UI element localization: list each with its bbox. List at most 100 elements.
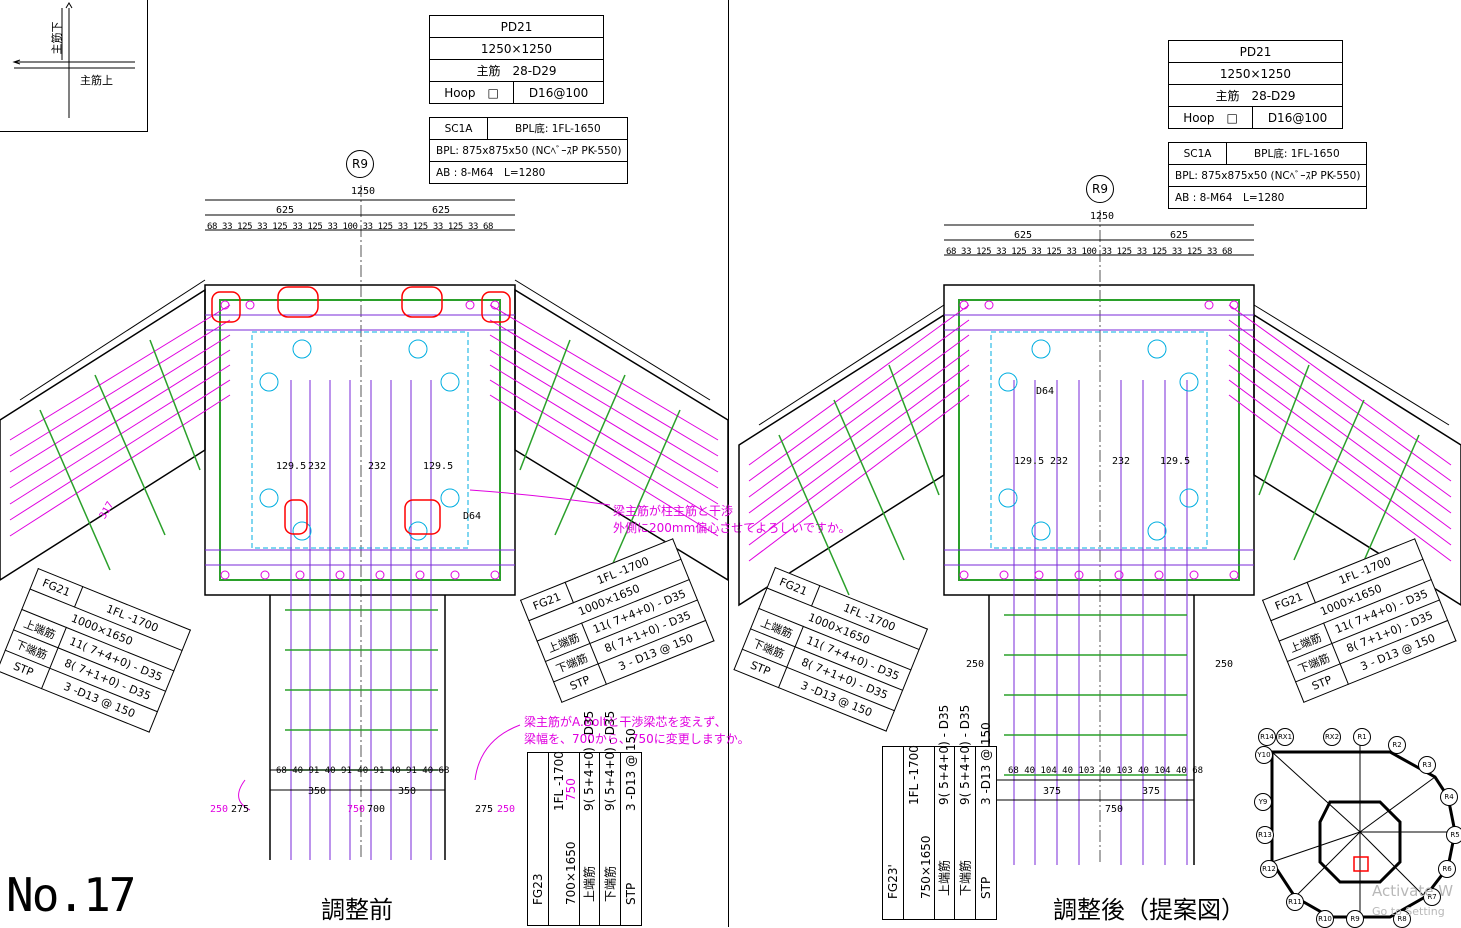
key-plan-bubble-r12: R12 [1260,860,1278,878]
left-note1-line2: 外側に200mm偏心させてよろしいですか。 [613,521,851,535]
left-note2-line2: 梁幅を、700から、750に変更しますか。 [524,732,750,746]
left-dim-bottom-mid: 700 [367,804,386,815]
left-pd-hoop-value: D16@100 [513,81,604,104]
left-dim-total: 1250 [351,186,376,197]
watermark-line1: Activate W [1372,882,1454,900]
left-fgb-col3: 9( 5+4+0) - D35 上端筋 [580,711,601,925]
left-fgb-top-label: 上端筋 [582,865,597,902]
left-sc-bpl: BPL: 875x875x50 (NCﾍﾞｰｽP PK-550) [428,139,629,162]
right-fgb-size: 750×1650 [918,835,933,900]
left-dim-half-r: 625 [432,205,451,216]
right-pd-hoop-value: D16@100 [1252,106,1343,129]
left-dim-half-l: 625 [276,205,295,216]
right-fgb-bot-value: 9( 5+4+0) - D35 [958,704,973,805]
left-pd-name: PD21 [429,15,604,38]
key-plan-bubble-r4: R4 [1440,788,1458,806]
key-plan-bubble-r14: R14 [1258,728,1276,746]
sheet-number: No.17 [6,868,136,922]
grid-bubble-right: R9 [1086,175,1114,203]
right-dim-top-row: 68 33 125 33 125 33 125 33 100 33 125 33… [946,247,1233,257]
right-sc-bpl: BPL: 875x875x50 (NCﾍﾞｰｽP PK-550) [1167,164,1368,187]
left-pd-table: PD21 1250×1250 主筋 28-D29 Hoop □D16@100 [428,15,604,104]
right-sc-bpl-bottom: BPL底: 1FL-1650 [1226,142,1368,165]
left-fgb-bot-label: 下端筋 [603,865,618,902]
right-sc-ab: AB : 8-M64 L=1280 [1167,186,1368,209]
sheet-divider [728,0,729,927]
right-dim-half-l: 625 [1014,230,1033,241]
right-dim-bottom-mid: 750 [1105,804,1124,815]
rebar-legend: 主筋下 主筋上 [0,0,148,132]
right-plan-drawing [738,210,1461,865]
left-pd-main-rebar: 主筋 28-D29 [429,59,604,82]
right-fgb-name: FG23' [885,864,900,899]
left-dim-bottom-row: 68 40 91 40 91 40 91 40 91 40 68 [276,766,450,776]
right-pd-name: PD21 [1168,40,1343,63]
key-plan-bubble-r5: R5 [1446,826,1461,844]
left-note2-line1: 梁主筋がA.Boltと干渉梁芯を変えず、 [524,715,727,729]
right-dim-bottom-row: 68 40 104 40 103 40 103 40 104 40 68 [1008,766,1204,776]
left-dim-bottom-half-l: 350 [308,786,327,797]
right-pd-main-rebar: 主筋 28-D29 [1168,84,1343,107]
left-fgb-col1: FG23 [528,753,549,925]
key-plan-bubble-r13: R13 [1256,826,1274,844]
right-fg-bottom-table: FG23' 1FL -1700 750×1650 9( 5+4+0) - D35… [882,705,997,920]
left-sc-name: SC1A [428,117,489,140]
left-dim-1295a: 129.5 [276,461,307,472]
right-dim-total: 1250 [1090,211,1115,222]
right-fgb-stp-label: STP [979,876,994,899]
legend-main-up: 主筋上 [80,74,113,87]
key-plan-bubble-r11: R11 [1286,893,1304,911]
left-dim-cloud-l-mark: 250 [210,804,229,815]
left-fgb-col5: 3 -D13 @ 150 STP [621,728,641,925]
right-fgb-stp-value: 3 -D13 @ 150 [979,722,994,805]
left-fgb-size: 700×1650 [563,841,578,906]
left-dim-1295b: 129.5 [423,461,454,472]
right-fgb-col1: FG23' [883,747,904,919]
key-plan-bubble-y10: Y10 [1255,746,1273,764]
right-pd-hoop-label: Hoop □ [1167,106,1254,129]
left-pd-size: 1250×1250 [429,37,604,60]
key-plan-bubble-r3: R3 [1418,756,1436,774]
left-fgb-col4: 9( 5+4+0) - D35 下端筋 [600,711,622,925]
watermark-line2: Go to Setting [1372,905,1445,918]
legend-main-down: 主筋下 [50,21,64,55]
left-fgb-size-mark: 750 [563,778,578,801]
key-plan-bubble-r2: R2 [1388,736,1406,754]
left-dim-232b: 232 [368,461,387,472]
right-pd-table: PD21 1250×1250 主筋 28-D29 Hoop □D16@100 [1167,40,1343,129]
left-pd-hoop-label: Hoop □ [428,81,515,104]
left-dim-232a: 232 [308,461,327,472]
right-fgb-top-value: 9( 5+4+0) - D35 [937,704,952,805]
key-plan-bubble-r7: R7 [1423,888,1441,906]
key-plan-bubble-rx2: RX2 [1323,728,1341,746]
right-dim-1295a: 129.5 [1014,456,1045,467]
key-plan-bubble-r6: R6 [1438,860,1456,878]
right-dim-bottom-half-l: 375 [1043,786,1062,797]
right-dim-232b: 232 [1112,456,1131,467]
key-plan-bubble-r1: R1 [1353,728,1371,746]
left-dim-top-row: 68 33 125 33 125 33 125 33 100 33 125 33… [207,222,494,232]
left-sc-bpl-bottom: BPL底: 1FL-1650 [487,117,629,140]
right-fgb-col2: 1FL -1700 750×1650 [904,745,935,919]
left-dim-d064: D64 [463,511,482,522]
left-dim-cloud-r: 275 [475,804,494,815]
left-dim-cloud-l: 275 [231,804,250,815]
left-dim-cloud-r-mark: 250 [497,804,516,815]
grid-bubble-left: R9 [346,150,374,178]
left-dim-bottom-half-r: 350 [398,786,417,797]
left-note1-line1: 梁主筋が柱主筋と干渉 [613,504,734,518]
right-fgb-top-label: 上端筋 [937,859,952,896]
left-fgb-top-value: 9( 5+4+0) - D35 [582,710,597,811]
left-sc-ab: AB : 8-M64 L=1280 [428,161,629,184]
right-dim-d064: D64 [1036,386,1055,397]
left-fgb-name: FG23 [530,873,545,905]
right-dim-232a: 232 [1050,456,1069,467]
right-fgb-col3: 9( 5+4+0) - D35 上端筋 [935,705,956,919]
right-fgb-col5: 3 -D13 @ 150 STP [976,722,996,919]
right-dim-1295b: 129.5 [1160,456,1191,467]
right-fgb-col4: 9( 5+4+0) - D35 下端筋 [955,705,977,919]
right-fgb-level: 1FL -1700 [906,745,921,805]
left-fg-bottom-table: FG23 1FL -1700 700×1650 750 9( 5+4+0) - … [527,711,642,926]
